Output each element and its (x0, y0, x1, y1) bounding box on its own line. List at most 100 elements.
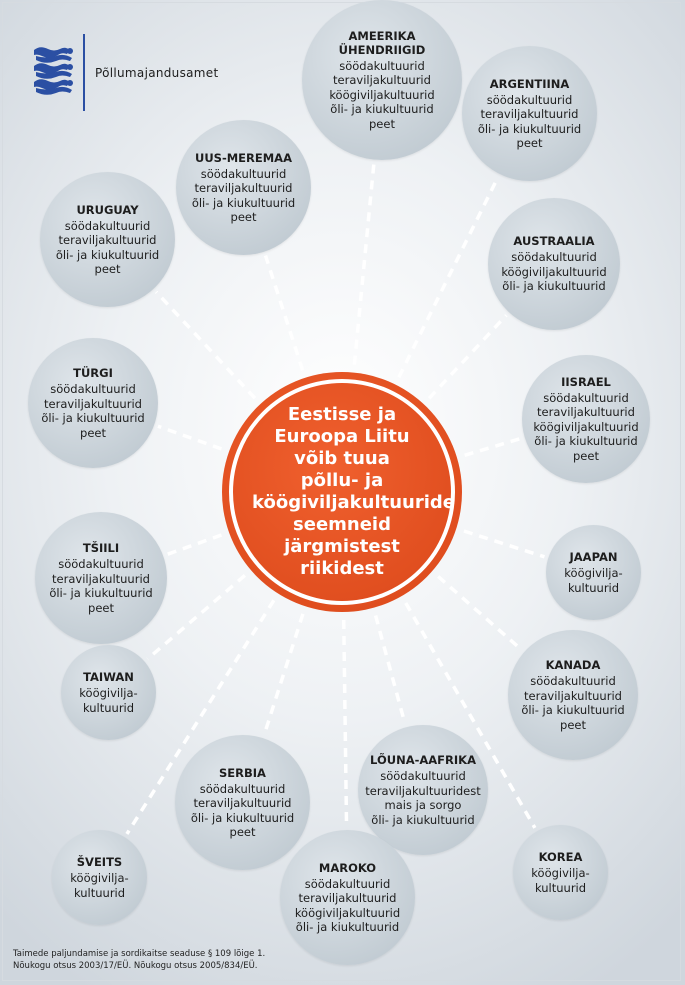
country-name: SERBIA (219, 765, 266, 780)
connector-line (373, 615, 407, 724)
country-name: AMEERIKA ÜHENDRIIGID (338, 28, 426, 57)
connector-line (262, 613, 305, 735)
connector-line (263, 254, 305, 371)
center-title-line: Eestisse ja (287, 404, 397, 425)
crop-item: teraviljakultuurid (194, 181, 293, 195)
crop-item: teraviljakultuurid (298, 891, 397, 905)
connector-line (463, 529, 545, 559)
connector-line (166, 533, 223, 557)
crop-item: peet (230, 210, 257, 224)
footer-legal-note: Taimede paljundamise ja sordikaitse sead… (13, 948, 265, 972)
center-title-line: põllu- ja (300, 470, 384, 491)
crop-item: söödakultuurid (200, 166, 287, 181)
crop-item: õli- ja kiukultuurid (55, 247, 160, 262)
connector-line (157, 424, 223, 451)
connector-line (397, 176, 500, 379)
country-name: ARGENTIINA (489, 76, 570, 91)
crop-item: teraviljakultuurid (193, 796, 292, 810)
crop-item: õli- ja kiukultuurid (521, 703, 625, 717)
connector-line (154, 290, 257, 400)
crop-item: kultuurid (82, 700, 135, 715)
connector-line (352, 163, 376, 365)
country-name: UUS-MEREMAA (195, 150, 292, 165)
center-title-line: järgmistest (284, 536, 400, 557)
crop-item: peet (516, 136, 543, 150)
crop-item: peet (88, 600, 114, 615)
crop-item: köögivilja- (564, 566, 623, 580)
crop-item: peet (573, 448, 599, 463)
center-title-line: köögiviljakultuuride (252, 492, 455, 513)
crop-item: kultuurid (73, 885, 126, 900)
center-title-line: seemneid (293, 514, 391, 535)
crop-item: õli- ja kiukultuurid (49, 586, 153, 600)
crop-item: kultuurid (534, 880, 587, 895)
country-name: TAIWAN (83, 670, 134, 684)
crop-item: köögiviljakultuurid (501, 264, 607, 279)
country-name: ŠVEITS (76, 855, 123, 869)
three-lions-coat-of-arms-icon (34, 47, 73, 95)
crop-item: söödakultuurid (339, 58, 425, 73)
country-name: MAROKO (318, 860, 377, 875)
crop-item: peet (94, 262, 121, 276)
crop-item: mais ja sorgo (384, 798, 462, 812)
crop-item: teraviljakultuuridest (365, 783, 481, 798)
crop-item: teraviljakultuurid (44, 396, 142, 411)
crop-item: köögiviljakultuurid (329, 87, 435, 102)
country-name: KOREA (538, 850, 583, 864)
crop-item: õli- ja kiukultuurid (190, 810, 295, 825)
crop-item: köögivilja- (531, 866, 590, 880)
crop-item: söödakultuurid (304, 876, 391, 891)
connector-line (404, 602, 537, 829)
country-switzerland: ŠVEITS köögivilja-kultuurid (52, 830, 147, 925)
crop-item: teraviljakultuurid (524, 688, 622, 703)
crop-item: peet (560, 717, 586, 732)
crop-item: söödakultuurid (50, 382, 136, 396)
crop-item: köögivilja- (70, 871, 129, 885)
crop-item: teraviljakultuurid (52, 571, 150, 586)
crop-item: õli- ja kiukultuurid (534, 434, 638, 449)
crop-item: söödakultuurid (530, 674, 616, 688)
crop-item: söödakultuurid (199, 781, 286, 796)
country-name: TŠIILI (82, 541, 120, 555)
country-name: IISRAEL (561, 374, 611, 389)
connector-line (464, 436, 522, 457)
crop-item: õli- ja kiukultuurid (371, 812, 475, 827)
connector-line (436, 575, 523, 651)
crop-item: peet (80, 425, 106, 440)
crop-item: peet (369, 116, 395, 131)
crop-item: õli- ja kiukultuurid (477, 121, 582, 136)
crop-item: teraviljakultuurid (58, 233, 157, 247)
crop-item: köögivilja- (79, 686, 138, 700)
center-ring (229, 379, 455, 605)
crop-item: söödakultuurid (511, 250, 597, 265)
center-title-line: Euroopa Liitu (274, 426, 410, 447)
connector-line (125, 599, 276, 835)
agency-name: Põllumajandusamet (95, 66, 219, 80)
crop-list: köögivilja-kultuurid (531, 866, 589, 895)
footer-line: Taimede paljundamise ja sordikaitse sead… (13, 949, 266, 959)
connector-line (427, 314, 508, 400)
country-name: TÜRGI (73, 366, 113, 380)
